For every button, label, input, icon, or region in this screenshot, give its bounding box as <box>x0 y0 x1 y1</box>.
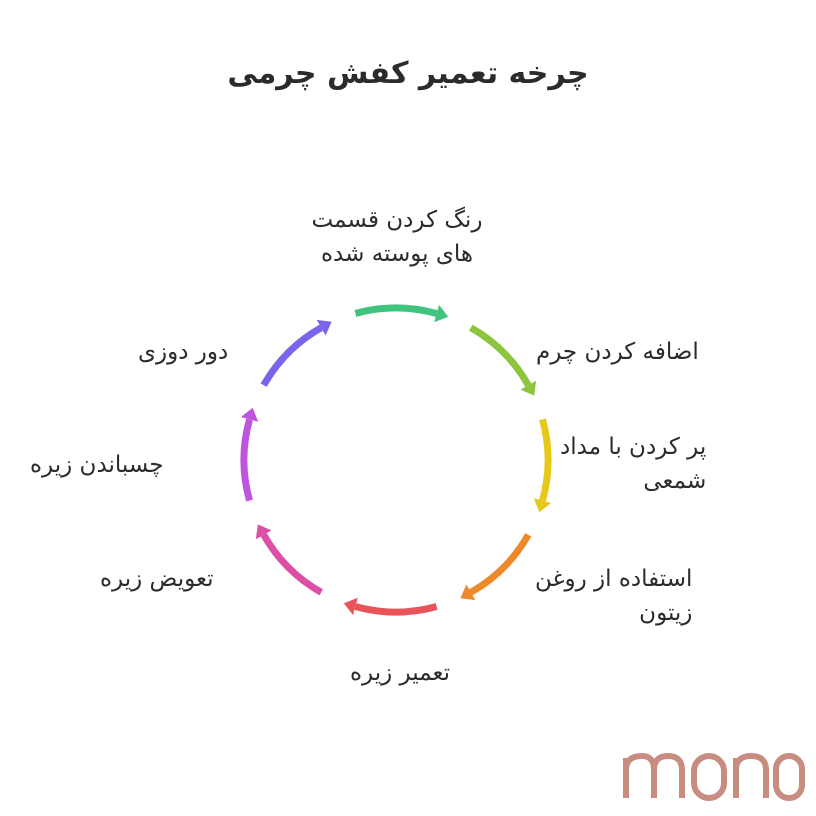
step-label-7: چسباندن زیره <box>30 448 164 482</box>
step-label-line: چسباندن زیره <box>30 452 164 478</box>
step-label-4: استفاده از روغن زیتون <box>535 562 692 630</box>
cycle-arrow-5 <box>354 603 438 616</box>
cycle-arrow-8 <box>260 324 323 387</box>
cycle-arrowhead-4 <box>460 584 476 601</box>
cycle-arrow-7 <box>240 418 253 502</box>
step-label-line: زیتون <box>639 600 693 626</box>
step-label-line: شمعی <box>643 468 707 494</box>
step-label-line: پر کردن با مداد <box>560 434 707 460</box>
cycle-arrowhead-1 <box>434 304 449 323</box>
cycle-arrowhead-5 <box>343 597 358 616</box>
cycle-arrow-2 <box>469 324 532 387</box>
cycle-arrow-4 <box>469 533 532 596</box>
cycle-arrow-3 <box>539 418 552 502</box>
step-label-line: دور دوزی <box>138 339 229 365</box>
step-label-3: پر کردن با مداد شمعی <box>560 430 706 498</box>
cycle-arrows <box>240 304 552 616</box>
step-label-line: تعمیر زیره <box>350 660 450 686</box>
cycle-arrowhead-3 <box>533 498 552 513</box>
logo-glyphs <box>623 752 805 801</box>
step-label-line: تعویض زیره <box>100 566 214 592</box>
step-label-line: رنگ کردن قسمت <box>311 207 483 233</box>
mono-logo <box>623 752 805 801</box>
cycle-arrowhead-2 <box>520 380 537 396</box>
step-label-5: تعمیر زیره <box>300 656 500 690</box>
step-label-8: دور دوزی <box>138 335 228 369</box>
cycle-arrow-1 <box>354 304 438 317</box>
cycle-arrow-6 <box>260 533 323 596</box>
cycle-arrowhead-7 <box>240 407 259 422</box>
page-title: چرخه تعمیر کفش چرمی <box>227 56 589 91</box>
step-label-line: استفاده از روغن <box>535 566 693 592</box>
step-label-line: های پوسته شده <box>321 241 473 267</box>
step-label-6: تعویض زیره <box>100 562 214 596</box>
cycle-arrowhead-6 <box>255 524 272 540</box>
step-label-1: رنگ کردن قسمت های پوسته شده <box>262 203 532 271</box>
step-label-2: اضافه کردن چرم <box>536 335 699 369</box>
cycle-arrowhead-8 <box>316 319 332 336</box>
step-label-line: اضافه کردن چرم <box>536 339 699 365</box>
